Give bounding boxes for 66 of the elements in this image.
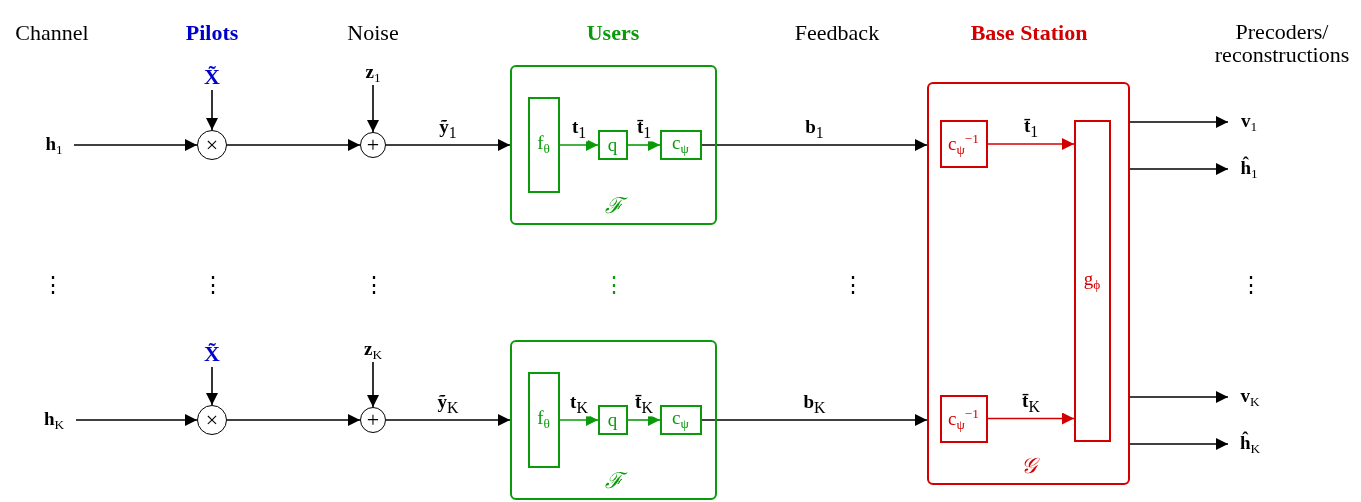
user-encoder-box: [510, 340, 717, 500]
edge-label: t̄$_{1}$: [634, 117, 654, 141]
arrow: [226, 139, 361, 151]
edge-label: ỹ$_{K}$: [435, 392, 461, 416]
arrow: [1129, 116, 1229, 128]
edge-label: b$_{1}$: [803, 117, 826, 141]
output-label: ĥ$_{1}$: [1228, 156, 1270, 182]
ellipsis: ⋮: [363, 273, 383, 297]
arrow: [206, 89, 218, 131]
arrow: [367, 84, 379, 133]
pilot-matrix-label: X̃: [197, 341, 227, 367]
block-label: ℱ: [512, 470, 715, 492]
column-heading: Feedback: [793, 21, 881, 45]
function-block: q: [597, 129, 628, 160]
function-block: c$_{ψ}$: [659, 404, 702, 435]
function-block: f$_{θ}$: [527, 96, 560, 193]
arrow: [701, 414, 928, 426]
column-heading: Users: [585, 21, 641, 45]
output-label: v$_{K}$: [1228, 385, 1272, 409]
block-label: ℱ: [512, 195, 715, 217]
arrow: [627, 139, 661, 151]
ellipsis: ⋮: [42, 273, 62, 297]
arrow: [385, 414, 511, 426]
arrow: [627, 414, 661, 426]
edge-label: ỹ$_{1}$: [437, 117, 459, 141]
noise-label: z$_{1}$: [358, 61, 388, 85]
edge-label: t̄$_{1}$: [1021, 116, 1041, 140]
output-label: v$_{1}$: [1228, 110, 1270, 134]
function-block: f$_{θ}$: [527, 371, 560, 468]
base-station-box: [927, 82, 1130, 485]
column-heading: Base Station: [969, 21, 1089, 45]
arrow: [226, 414, 361, 426]
arrow: [73, 139, 198, 151]
arrow: [559, 414, 599, 426]
arrow: [1129, 391, 1229, 403]
edge-label: b$_{K}$: [801, 392, 828, 416]
function-block: g$_{ϕ}$: [1073, 119, 1111, 442]
channel-label: h$_{1}$: [34, 133, 74, 157]
column-heading: Precoders/ reconstructions: [1213, 19, 1351, 67]
column-heading: Noise: [346, 21, 400, 45]
function-block: c$_{ψ}$: [659, 129, 702, 160]
ellipsis: ⋮: [202, 273, 222, 297]
noise-label: z$_{K}$: [354, 338, 392, 362]
arrow: [1129, 438, 1229, 450]
edge-label: t̄$_{K}$: [1020, 390, 1042, 415]
function-block: q: [597, 404, 628, 435]
pilot-matrix-label: X̃: [197, 64, 227, 90]
arrow: [206, 366, 218, 406]
column-heading: Channel: [14, 21, 90, 45]
arrow: [367, 361, 379, 408]
edge-label: t̄$_{K}$: [633, 392, 655, 416]
ellipsis: ⋮: [842, 273, 862, 297]
arrow: [75, 414, 198, 426]
channel-label: h$_{K}$: [32, 408, 76, 432]
user-encoder-box: [510, 65, 717, 225]
arrow: [1129, 163, 1229, 175]
column-heading: Pilots: [184, 21, 240, 45]
arrow: [559, 139, 599, 151]
arrow: [385, 139, 511, 151]
ellipsis: ⋮: [1240, 273, 1260, 297]
output-label: ĥ$_{K}$: [1228, 431, 1272, 457]
arrow: [987, 412, 1075, 425]
arrow: [987, 138, 1075, 150]
arrow: [701, 139, 928, 151]
block-label: 𝒢: [929, 455, 1128, 477]
ellipsis: ⋮: [603, 273, 623, 297]
